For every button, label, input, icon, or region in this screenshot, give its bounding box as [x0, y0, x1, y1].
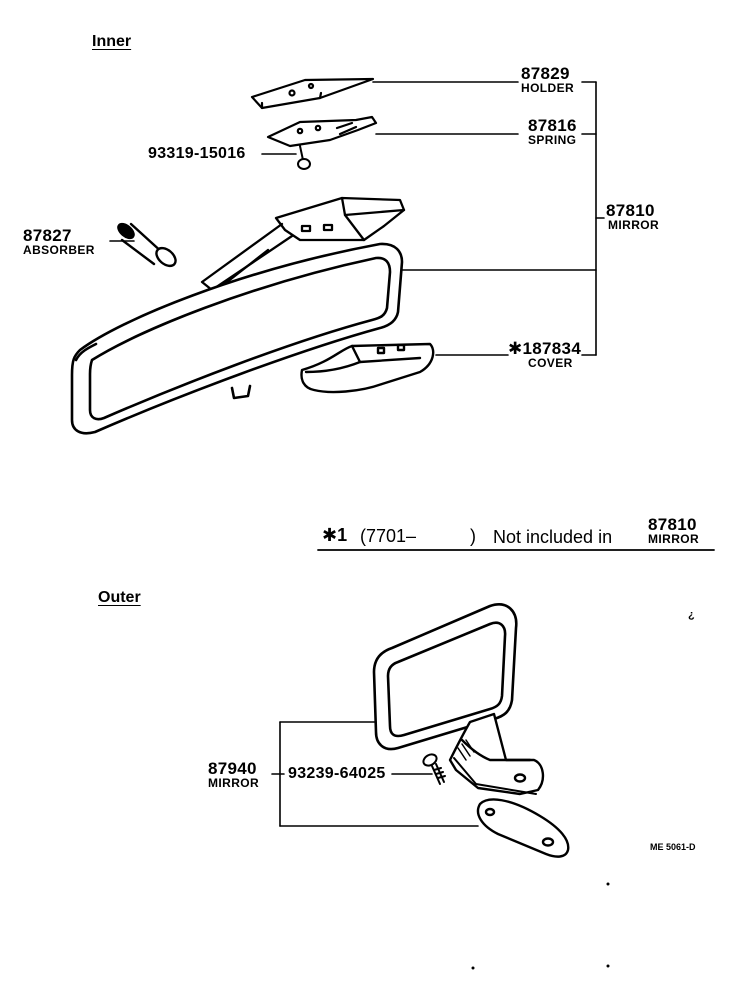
cover-part-number: ✱187834	[508, 339, 582, 358]
cover-part-name: COVER	[528, 356, 573, 370]
screw-inner-part-number: 93319-15016	[148, 145, 246, 162]
note-text: Not included in	[493, 527, 613, 547]
inner-mirror-body	[70, 242, 404, 435]
inner-mirror-part-number: 87810	[606, 201, 655, 220]
absorber-part	[117, 222, 177, 268]
outer-mirror-part-number: 87940	[208, 759, 257, 778]
outer-mirror-gasket	[476, 798, 570, 858]
note-ref-number: 87810	[648, 515, 697, 534]
spring-part-name: SPRING	[528, 133, 577, 147]
outer-mirror-part-name: MIRROR	[208, 776, 260, 790]
print-specks	[471, 882, 610, 970]
section-heading-inner: Inner	[92, 33, 132, 50]
holder-part-name: HOLDER	[521, 81, 575, 95]
section-heading-outer: Outer	[98, 589, 141, 606]
inner-mirror-part-name: MIRROR	[608, 218, 660, 232]
leader-lines-outer	[271, 721, 479, 827]
holder-part-number: 87829	[521, 64, 570, 83]
absorber-part-name: ABSORBER	[23, 243, 95, 257]
screw-outer-part-number: 93239-64025	[288, 765, 386, 782]
note-ref-name: MIRROR	[648, 532, 700, 546]
absorber-part-number: 87827	[23, 226, 72, 245]
drawing-code: ME 5061-D	[650, 842, 696, 852]
note-mark: ✱1	[322, 525, 348, 545]
inner-mirror-bracket	[200, 196, 406, 292]
holder-part	[250, 77, 375, 110]
leader-lines-inner	[109, 81, 605, 356]
screw-outer-part	[422, 753, 446, 785]
note-range: (7701–	[360, 526, 417, 546]
stray-mark: ¿	[688, 609, 695, 621]
outer-mirror-stay	[448, 712, 545, 796]
spring-part	[266, 115, 378, 148]
screw-inner-part	[297, 145, 311, 170]
spring-part-number: 87816	[528, 116, 577, 135]
cover-part	[300, 342, 435, 394]
note-close-paren: )	[470, 526, 476, 546]
